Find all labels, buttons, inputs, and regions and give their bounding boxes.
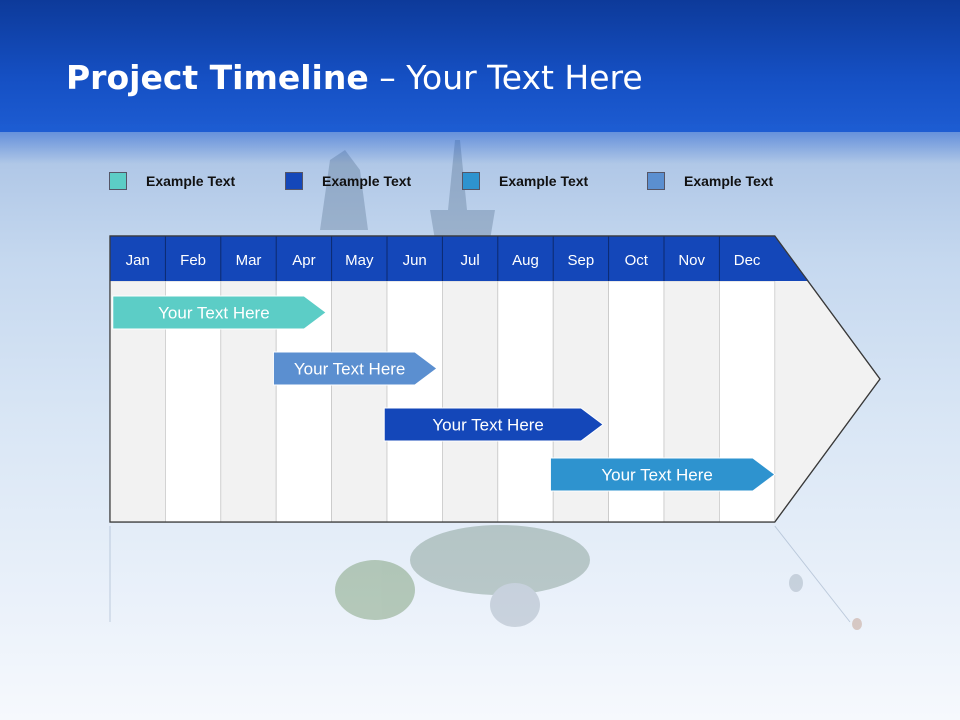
month-label: Dec xyxy=(734,252,761,269)
legend-swatch xyxy=(285,172,303,190)
legend-label: Example Text xyxy=(684,173,774,189)
task-arrow xyxy=(549,457,776,492)
month-column xyxy=(331,280,388,523)
task-label: Your Text Here xyxy=(158,304,270,323)
arrow-reflection xyxy=(109,525,851,623)
legend-label: Example Text xyxy=(146,173,236,189)
legend-swatch xyxy=(647,172,665,190)
task-arrow xyxy=(383,407,604,442)
month-header-band xyxy=(110,236,809,281)
legend-label: Example Text xyxy=(499,173,589,189)
header-bar xyxy=(0,0,960,132)
arrow-outline xyxy=(109,235,881,523)
header-fade xyxy=(0,124,960,164)
month-label: Aug xyxy=(512,252,539,269)
month-label: May xyxy=(345,252,374,269)
month-label: Feb xyxy=(180,252,206,269)
title-bold: Project Timeline xyxy=(66,58,369,97)
task-label: Your Text Here xyxy=(294,360,406,379)
month-label: Apr xyxy=(292,252,315,269)
task-label: Your Text Here xyxy=(432,416,544,435)
legend-swatch xyxy=(462,172,480,190)
task-label: Your Text Here xyxy=(601,466,713,485)
task-arrow xyxy=(112,295,327,330)
month-column xyxy=(386,280,443,523)
month-label: Mar xyxy=(236,252,262,269)
slide-title[interactable]: Project Timeline – Your Text Here xyxy=(66,58,643,97)
month-column xyxy=(497,280,554,523)
month-label: Jul xyxy=(461,252,480,269)
month-label: Oct xyxy=(625,252,649,269)
legend-item-1[interactable]: Example Text xyxy=(109,171,235,191)
month-label: Nov xyxy=(678,252,705,269)
task-arrow xyxy=(272,351,438,386)
month-label: Sep xyxy=(568,252,595,269)
legend-item-3[interactable]: Example Text xyxy=(462,171,588,191)
month-label: Jun xyxy=(403,252,427,269)
title-rest: – Your Text Here xyxy=(368,58,643,97)
legend-label: Example Text xyxy=(322,173,412,189)
month-column xyxy=(441,280,499,523)
legend-item-4[interactable]: Example Text xyxy=(647,171,773,191)
legend-swatch xyxy=(109,172,127,190)
month-label: Jan xyxy=(126,252,150,269)
legend-item-2[interactable]: Example Text xyxy=(285,171,411,191)
